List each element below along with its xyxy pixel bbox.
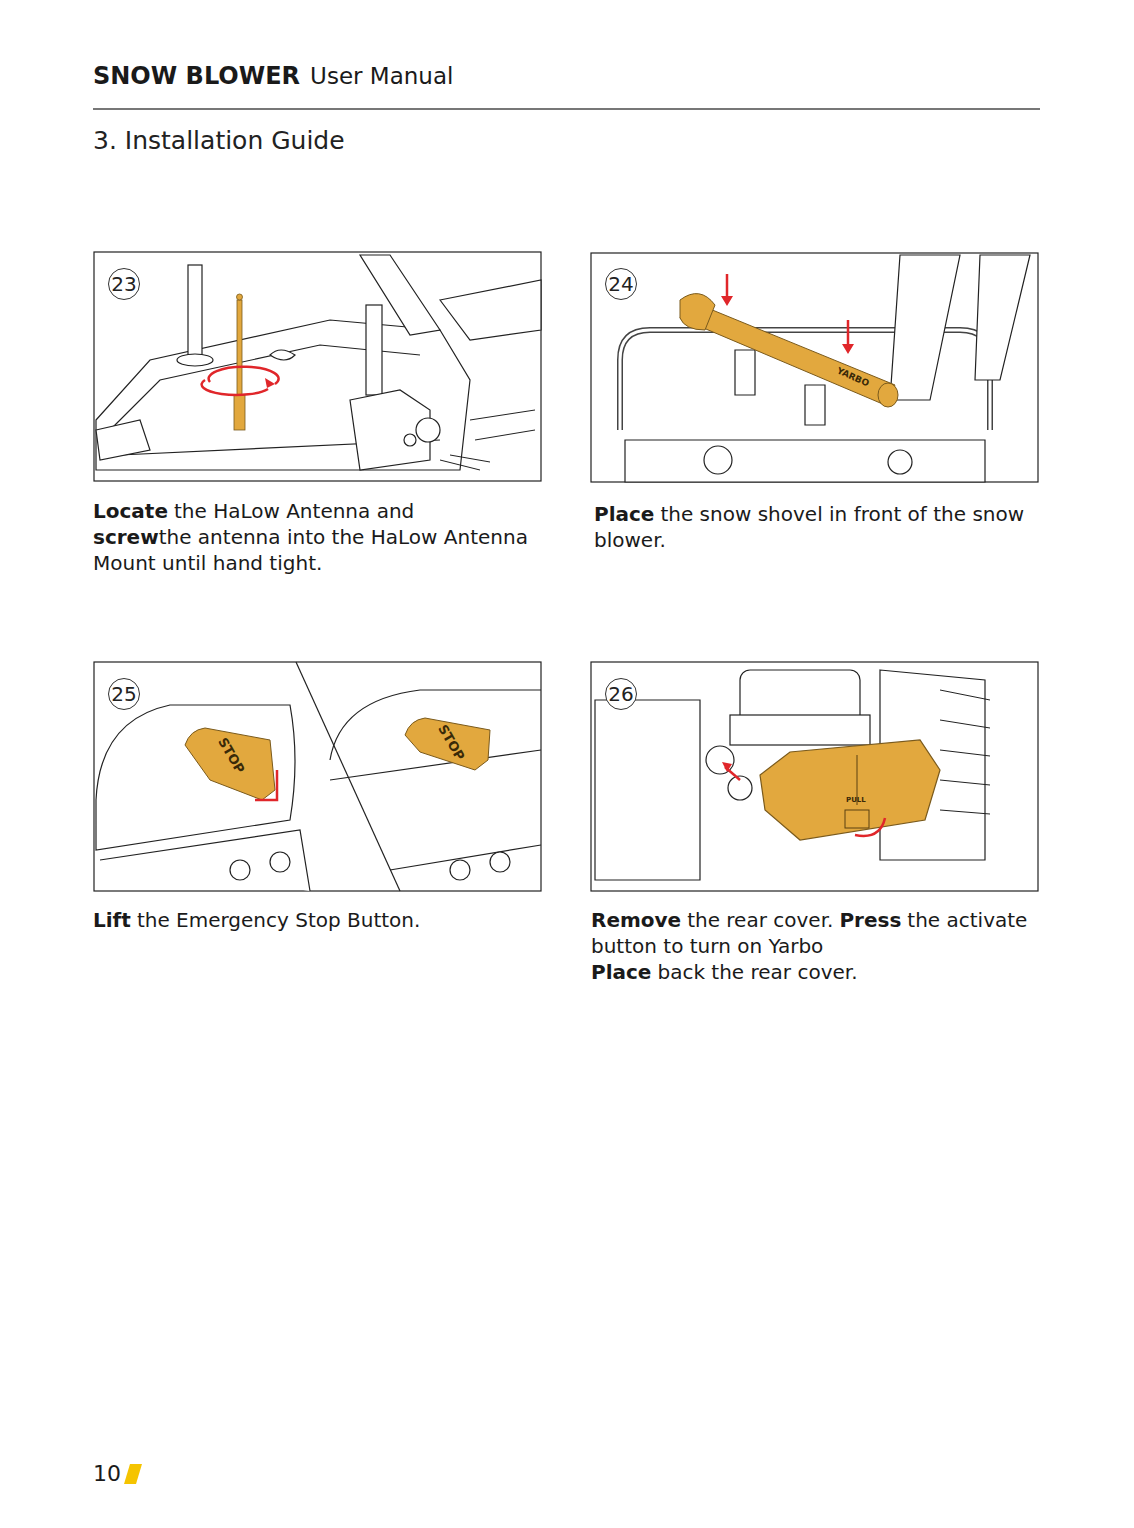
instruction-caption: Placethe snow shovel in front of the sno… (594, 501, 1044, 553)
action-verb: Locate (93, 499, 168, 523)
callout-text: 26 (608, 682, 633, 706)
instruction-text: back the rear cover. (657, 960, 857, 984)
callout-number: 23 (108, 268, 140, 300)
cover-pull-text: PULL (846, 796, 866, 804)
instruction-text: the rear cover. (687, 908, 833, 932)
header-product: SNOW BLOWER (93, 62, 300, 90)
instruction-text: the HaLow Antenna and (174, 499, 414, 523)
callout-text: 23 (111, 272, 136, 296)
instruction-caption: Removethe rear cover.Pressthe activate b… (591, 907, 1041, 985)
header-manual: User Manual (310, 63, 453, 89)
callout-text: 25 (111, 682, 136, 706)
instruction-text: the Emergency Stop Button. (137, 908, 421, 932)
instruction-caption: Liftthe Emergency Stop Button. (93, 907, 543, 933)
action-verb: Place (591, 960, 651, 984)
callout-number: 25 (108, 678, 140, 710)
page-number: 10 (93, 1461, 121, 1486)
instruction-text: the snow shovel in front of the snow blo… (594, 502, 1024, 552)
action-verb: Lift (93, 908, 131, 932)
action-verb: Remove (591, 908, 681, 932)
action-verb: Place (594, 502, 654, 526)
callout-number: 26 (605, 678, 637, 710)
instruction-caption: Locatethe HaLow Antenna and screwthe ante… (93, 498, 543, 576)
callout-number: 24 (605, 268, 637, 300)
section-heading: 3. Installation Guide (93, 126, 345, 155)
callout-text: 24 (608, 272, 633, 296)
instruction-text: the antenna into the HaLow Antenna Mount… (93, 525, 528, 575)
action-verb: screw (93, 525, 159, 549)
action-verb: Press (839, 908, 901, 932)
